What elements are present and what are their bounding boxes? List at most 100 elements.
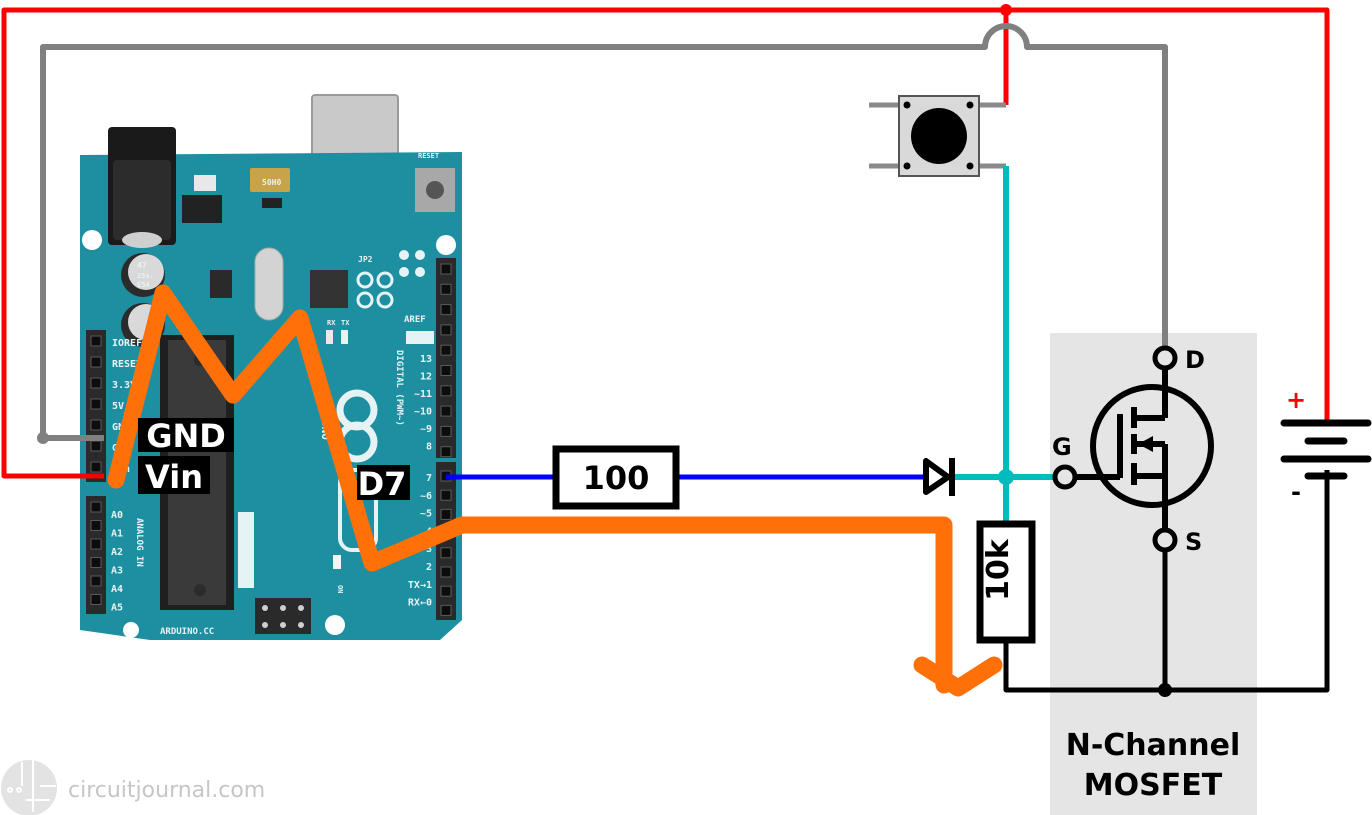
junction-gnd — [37, 432, 49, 444]
drain-label: D — [1185, 346, 1205, 374]
d7-label-box — [357, 465, 410, 500]
digital-pin-label: TX→1 — [408, 580, 432, 591]
source-label: S — [1185, 528, 1202, 556]
pushbutton — [869, 95, 1006, 177]
analog-header-pin — [90, 594, 102, 605]
mosfet-caption-line2: MOSFET — [1084, 768, 1223, 803]
analog-pin-label: A3 — [111, 566, 123, 577]
crystal-text: 50H0 — [262, 178, 281, 187]
junction-gate — [998, 469, 1014, 485]
digital-pin-label: ~5 — [420, 509, 432, 520]
icsp-header — [255, 598, 311, 634]
power-header-pin — [90, 419, 102, 431]
digital-header-pin-upper — [440, 405, 452, 417]
analog-pin-label: A2 — [111, 547, 123, 558]
digital-pin-label: 12 — [420, 372, 432, 383]
gnd-label-box — [138, 418, 234, 452]
gate-label: G — [1052, 433, 1072, 461]
power-pin-label: RESET — [112, 359, 142, 370]
resistor-10k — [976, 520, 1036, 644]
digital-header-pin-upper — [440, 425, 452, 437]
analog-pin-label: A4 — [111, 584, 123, 595]
digital-pin-label: 7 — [426, 473, 432, 484]
junction-vin — [1000, 4, 1012, 16]
analog-header-pin — [90, 501, 102, 513]
digital-header-pin-upper — [440, 263, 452, 275]
power-header-pin — [90, 440, 102, 452]
digital-header-pin-lower — [440, 585, 452, 597]
power-header-pin — [90, 377, 102, 389]
digital-header-pin-upper — [440, 283, 452, 295]
crystal — [254, 247, 284, 321]
on-label: ON — [336, 585, 344, 593]
power-header-pin — [90, 356, 102, 368]
digital-header-pin-lower — [440, 566, 452, 578]
aref-label: AREF — [404, 315, 426, 325]
cap-text-1: 47 — [137, 261, 147, 270]
analog-pin-label: A1 — [111, 529, 123, 540]
d7-pin-label: D7 — [358, 465, 407, 503]
resistor-100-label: 100 — [583, 459, 650, 497]
button-cap — [911, 108, 967, 164]
mosfet-symbol — [1073, 368, 1214, 540]
drain-terminal — [1152, 345, 1178, 371]
vin-label-box — [138, 456, 210, 494]
wire-gnd-to-drain — [40, 23, 1168, 441]
rx-label: RX — [327, 319, 336, 327]
digital-pin-label: ~3 — [420, 544, 432, 555]
digital-header-lower — [436, 462, 456, 620]
digital-header-pin-upper — [440, 324, 452, 336]
digital-header-pin-lower — [440, 489, 452, 501]
mosfet-caption-line1: N-Channel — [1066, 728, 1241, 763]
power-header-pin — [90, 398, 102, 410]
tx-label: TX — [341, 319, 350, 327]
digital-pin-label: RX←0 — [408, 598, 432, 609]
analog-pin-label: A5 — [111, 603, 123, 614]
digital-pin-label: ~10 — [414, 407, 432, 418]
board-label: ARDUINO.CC — [160, 627, 214, 637]
analog-pin-label: A0 — [111, 510, 123, 521]
digital-header-pin-upper — [440, 446, 452, 458]
usb-chip — [310, 270, 348, 308]
vin-pin-label: Vin — [145, 458, 203, 496]
arduino-uno-board: RESET 50H0 47 25s. E54 JP2 RX TX — [80, 94, 462, 640]
analog-header-pin — [90, 557, 102, 568]
digital-header-pin-lower — [440, 508, 452, 520]
gate-terminal — [1052, 464, 1078, 490]
diode — [923, 458, 955, 496]
resistor-10k-label: 10k — [981, 538, 1016, 601]
digital-header-pin-upper — [440, 365, 452, 376]
power-pin-label: 3.3V — [112, 380, 136, 391]
battery-plus-label: + — [1286, 386, 1306, 414]
current-arrowhead — [913, 656, 1003, 697]
digital-pin-label: 13 — [420, 354, 432, 365]
circuitjournal-logo-icon — [1, 760, 57, 815]
digital-pin-label: ~11 — [414, 389, 432, 400]
junction-ground — [1158, 683, 1172, 697]
reset-label: RESET — [418, 152, 439, 160]
current-path — [107, 284, 953, 694]
power-pin-label: IOREF — [112, 338, 142, 349]
gnd-header-label: GND — [409, 334, 426, 344]
power-header-pin — [90, 335, 102, 347]
digital-pin-label: 2 — [426, 562, 432, 573]
digital-header-pin-upper — [440, 304, 452, 316]
mosfet-arrow — [1138, 436, 1153, 452]
jp2-label: JP2 — [358, 255, 373, 264]
digital-header-pin-lower — [440, 604, 452, 616]
cap-text-3: E54 — [137, 281, 150, 289]
gnd-pin-label: GND — [146, 417, 226, 455]
digital-pin-label: 8 — [426, 442, 432, 453]
analog-header-pin — [90, 520, 102, 531]
cap-text-2: 25s. — [137, 272, 154, 280]
digital-pin-label: ~9 — [420, 424, 432, 435]
mosfet-panel — [1050, 333, 1257, 815]
battery-minus-label: - — [1291, 478, 1301, 506]
battery-symbol — [1280, 419, 1372, 480]
digital-header-pin-upper — [440, 344, 452, 356]
source-terminal — [1152, 527, 1178, 553]
digital-header-pin-upper — [440, 385, 452, 397]
digital-header-pin-lower — [440, 547, 452, 559]
analog-header-pin — [90, 538, 102, 550]
